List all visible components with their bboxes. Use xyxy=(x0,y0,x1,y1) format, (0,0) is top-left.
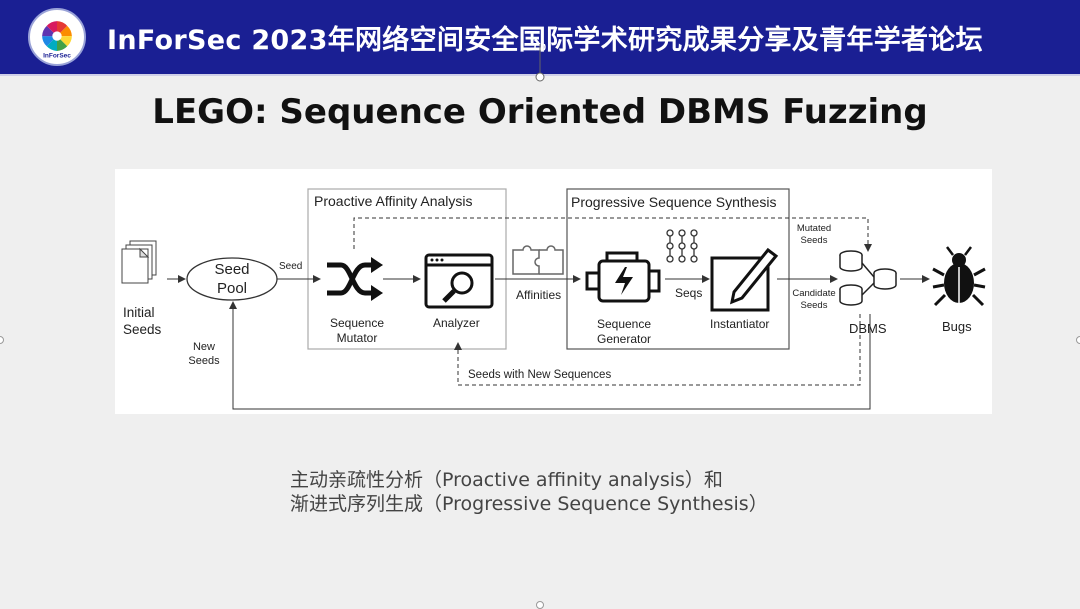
documents-icon xyxy=(121,240,157,284)
bugs-label: Bugs xyxy=(942,319,972,334)
candidate-seeds-label: Candidate Seeds xyxy=(792,288,836,311)
header-bar: InForSec InForSec 2023年网络空间安全国际学术研究成果分享及… xyxy=(0,0,1080,76)
database-icon xyxy=(839,250,897,306)
proactive-box-label: Proactive Affinity Analysis xyxy=(314,193,473,209)
progressive-synthesis-box xyxy=(566,188,790,350)
instantiator-label: Instantiator xyxy=(710,317,770,331)
svg-text:InForSec: InForSec xyxy=(43,52,71,59)
slide-caption: 主动亲疏性分析（Proactive affinity analysis）和 渐进… xyxy=(290,468,768,516)
puzzle-icon xyxy=(512,245,564,275)
shuffle-icon xyxy=(327,257,383,301)
lego-architecture-diagram: Proactive Affinity Analysis Progressive … xyxy=(115,169,992,414)
analyzer-label: Analyzer xyxy=(433,316,480,330)
seqs-label: Seqs xyxy=(675,286,703,300)
affinities-label: Affinities xyxy=(516,288,562,302)
resize-handle-left[interactable] xyxy=(0,336,4,344)
resize-handle-bottom[interactable] xyxy=(536,601,544,609)
bug-icon xyxy=(932,246,986,307)
resize-handle-right[interactable] xyxy=(1076,336,1080,344)
caption-line-1: 主动亲疏性分析（Proactive affinity analysis）和 xyxy=(290,469,723,491)
seed-pool-label: Seed Pool xyxy=(214,261,250,297)
rotate-handle-icon[interactable] xyxy=(533,44,547,84)
sequence-mutator-label: Sequence Mutator xyxy=(329,316,385,345)
proactive-affinity-box xyxy=(307,188,507,350)
sequence-generator-label: Sequence Generator xyxy=(596,317,652,346)
edit-icon xyxy=(710,247,779,312)
slide-title: LEGO: Sequence Oriented DBMS Fuzzing xyxy=(152,92,928,132)
search-window-icon xyxy=(424,253,494,309)
header-title: InForSec 2023年网络空间安全国际学术研究成果分享及青年学者论坛 xyxy=(107,25,983,56)
seed-edge-label: Seed xyxy=(279,261,303,272)
progressive-box-label: Progressive Sequence Synthesis xyxy=(571,194,777,210)
engine-icon xyxy=(585,251,661,303)
initial-seeds-label: Initial Seeds xyxy=(123,305,162,337)
seeds-with-new-sequences-label: Seeds with New Sequences xyxy=(468,369,612,381)
caption-line-2: 渐进式序列生成（Progressive Sequence Synthesis） xyxy=(290,493,768,515)
dots-grid-icon xyxy=(666,229,698,263)
dbms-label: DBMS xyxy=(849,321,887,336)
mutated-seeds-label: Mutated Seeds xyxy=(796,223,832,246)
new-seeds-label: New Seeds xyxy=(188,341,220,367)
inforsec-logo: InForSec xyxy=(28,8,86,66)
